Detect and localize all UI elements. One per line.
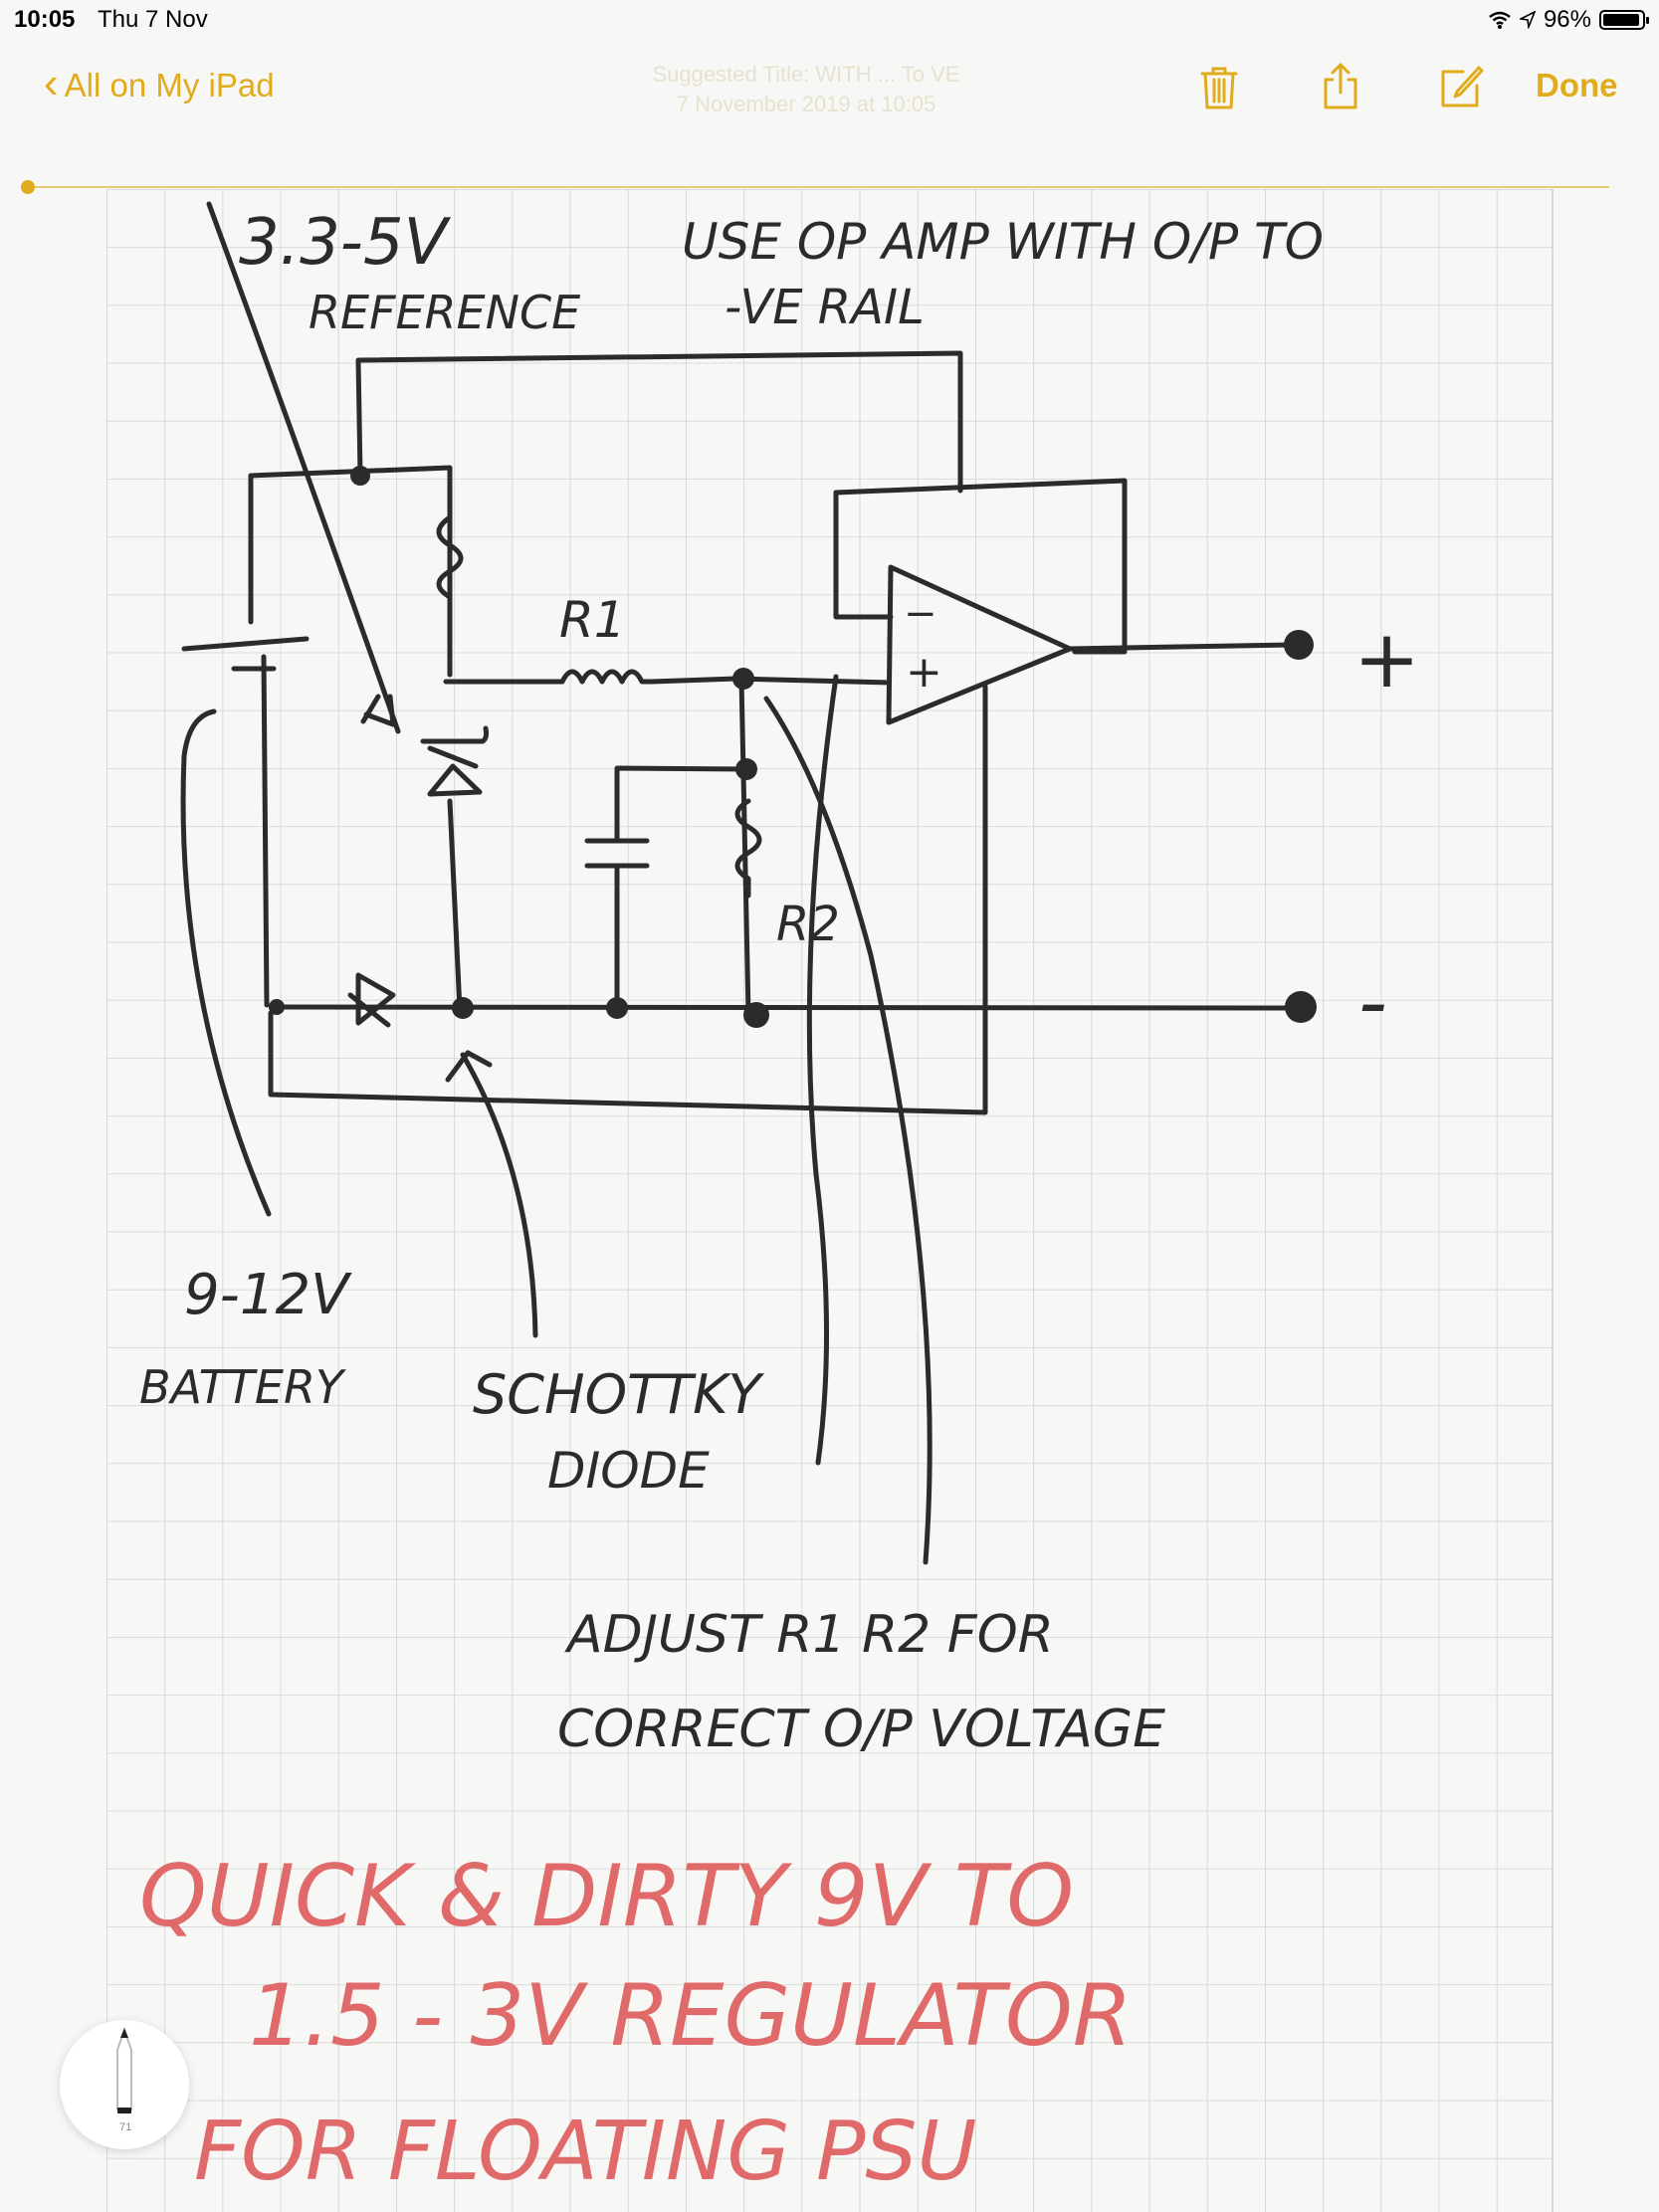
- label-diode: DIODE: [547, 1442, 710, 1500]
- share-icon[interactable]: [1314, 60, 1367, 113]
- chevron-left-icon: ‹: [44, 59, 59, 107]
- label-correct-voltage: CORRECT O/P VOLTAGE: [557, 1700, 1165, 1759]
- battery-icon: [1599, 10, 1649, 30]
- status-date: Thu 7 Nov: [98, 6, 208, 33]
- red-title-line-3: FOR FLOATING PSU: [194, 2105, 977, 2199]
- back-label: All on My iPad: [64, 67, 275, 103]
- ghost-subtitle-text: 7 November 2019 at 10:05: [676, 92, 936, 116]
- pencil-thickness-label: 71: [119, 2121, 132, 2133]
- junction-dots: [269, 466, 1317, 1028]
- nav-bar: ‹ All on My iPad Suggested Title: WITH .…: [0, 52, 1659, 131]
- status-right: 96%: [1488, 6, 1649, 34]
- label-adjust: ADJUST R1 R2 FOR: [564, 1605, 1054, 1665]
- grid-paper: [106, 189, 1553, 2212]
- back-button[interactable]: ‹ All on My iPad: [44, 62, 275, 105]
- label-opamp-plus: +: [906, 647, 942, 698]
- label-battery-voltage: 9-12V: [184, 1263, 352, 1327]
- label-reference-voltage: 3.3-5V: [239, 206, 452, 280]
- label-r1: R1: [559, 591, 626, 649]
- label-battery: BATTERY: [139, 1360, 347, 1414]
- red-title-line-2: 1.5 - 3V REGULATOR: [249, 1966, 1133, 2066]
- battery-percent: 96%: [1543, 6, 1591, 33]
- label-reference: REFERENCE: [309, 286, 580, 339]
- label-opamp-rail: -VE RAIL: [725, 280, 925, 335]
- compose-icon[interactable]: [1433, 60, 1487, 113]
- status-bar: 10:05 Thu 7 Nov 96%: [0, 0, 1659, 40]
- ghost-title: Suggested Title: WITH ... To VE 7 Novemb…: [597, 60, 1015, 119]
- done-button[interactable]: Done: [1536, 67, 1618, 103]
- label-schottky: SCHOTTKY: [473, 1363, 764, 1426]
- label-r2: R2: [776, 897, 840, 952]
- label-plus-terminal: +: [1353, 613, 1420, 705]
- divider-dot: [21, 180, 35, 194]
- status-time: 10:05: [14, 6, 76, 33]
- wifi-icon: [1489, 11, 1511, 29]
- circuit-schematic: [180, 201, 1297, 1565]
- trash-icon[interactable]: [1192, 60, 1246, 113]
- pencil-icon: [116, 2026, 132, 2113]
- ghost-title-text: Suggested Title: WITH ... To VE: [652, 62, 960, 87]
- red-title-line-1: QUICK & DIRTY 9V TO: [139, 1847, 1074, 1946]
- pencil-tool-button[interactable]: 71: [60, 2020, 189, 2149]
- label-minus-terminal: -: [1358, 956, 1387, 1049]
- label-opamp-minus: −: [904, 591, 937, 637]
- location-icon: [1519, 11, 1536, 29]
- label-opamp-note: USE OP AMP WITH O/P TO: [682, 213, 1324, 271]
